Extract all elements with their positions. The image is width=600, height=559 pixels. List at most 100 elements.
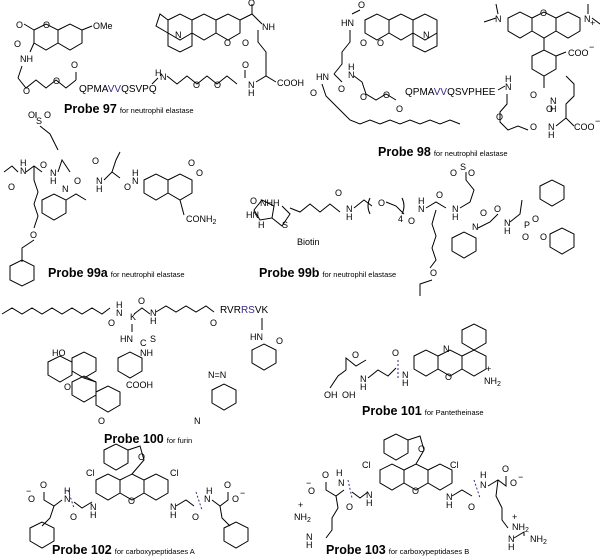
svg-text:O: O: [138, 452, 145, 462]
svg-text:Cl: Cl: [362, 460, 371, 470]
svg-text:H: H: [366, 498, 373, 508]
svg-text:O: O: [412, 486, 419, 496]
svg-text:N: N: [504, 218, 511, 228]
svg-text:O: O: [383, 90, 390, 100]
svg-text:N: N: [150, 308, 157, 318]
svg-text:O: O: [322, 470, 329, 480]
svg-text:O: O: [494, 204, 501, 214]
probe-99b-target: for neutrophil elastase: [322, 270, 397, 279]
svg-text:O: O: [276, 336, 283, 346]
svg-text:N: N: [550, 96, 557, 106]
svg-text:H: H: [150, 316, 157, 326]
svg-text:O: O: [70, 512, 77, 522]
svg-text:NH2: NH2: [530, 534, 547, 546]
svg-text:N: N: [204, 494, 211, 504]
probe-100-sequence: RVRRSVK: [220, 305, 269, 316]
svg-text:O: O: [128, 496, 135, 506]
svg-text:N: N: [306, 532, 313, 542]
probe-99a-name: Probe 99a: [48, 266, 108, 280]
svg-text:O: O: [40, 480, 47, 490]
svg-text:H: H: [20, 158, 27, 168]
svg-text:O: O: [210, 318, 217, 328]
probe-99b-structure: O NH H HN H S O N H O 4 O H N O N H O S …: [246, 162, 575, 296]
probe-97-coumarin: [23, 23, 93, 53]
svg-text:O: O: [468, 502, 475, 512]
svg-text:−: −: [595, 116, 600, 126]
svg-text:S: S: [36, 116, 42, 126]
svg-text:H: H: [273, 198, 280, 208]
svg-text:O: O: [23, 86, 30, 96]
svg-text:H: H: [348, 62, 355, 72]
svg-text:O: O: [44, 110, 51, 120]
svg-text:O: O: [14, 39, 21, 49]
svg-text:O: O: [352, 350, 359, 360]
svg-text:N: N: [418, 204, 425, 214]
probe-101-target: for Pantetheinase: [424, 408, 484, 417]
probe-97-coumarin-343: [155, 4, 263, 53]
probe-98-sequence: QPMAVVQSVPHEE: [405, 87, 496, 98]
svg-text:P: P: [524, 220, 530, 230]
svg-text:N: N: [548, 122, 555, 132]
svg-text:O: O: [196, 168, 203, 178]
svg-text:N: N: [402, 370, 409, 380]
svg-text:O: O: [396, 104, 403, 114]
svg-text:O: O: [250, 196, 257, 206]
svg-text:COOH: COOH: [277, 78, 304, 88]
svg-text:N: N: [90, 502, 97, 512]
svg-text:N: N: [346, 204, 353, 214]
svg-text:N: N: [116, 308, 123, 318]
svg-text:N: N: [446, 492, 453, 502]
svg-text:H: H: [248, 88, 255, 98]
svg-text:O: O: [335, 188, 342, 198]
svg-text:O: O: [436, 190, 443, 200]
svg-text:N: N: [360, 374, 367, 384]
probe-98-target: for neutrophil elastase: [433, 149, 508, 158]
svg-text:HN: HN: [341, 18, 354, 28]
svg-text:H: H: [346, 212, 353, 222]
svg-text:−: −: [589, 42, 594, 52]
svg-text:OH: OH: [342, 390, 356, 400]
svg-text:H: H: [504, 226, 511, 236]
svg-text:H: H: [96, 184, 103, 194]
probe-97-ome: OMe: [93, 21, 113, 31]
svg-text:O: O: [98, 416, 105, 426]
svg-text:H: H: [258, 220, 265, 230]
svg-text:N: N: [64, 494, 71, 504]
svg-text:O: O: [522, 232, 529, 242]
svg-text:HN: HN: [316, 72, 329, 82]
svg-text:H: H: [446, 500, 453, 510]
svg-text:O: O: [310, 88, 317, 98]
svg-text:S: S: [150, 334, 156, 344]
svg-text:N: N: [348, 70, 355, 80]
svg-text:O: O: [510, 478, 517, 488]
svg-text:O: O: [92, 156, 99, 166]
svg-text:H: H: [306, 540, 313, 550]
svg-text:O: O: [530, 122, 537, 132]
svg-text:N: N: [50, 168, 57, 178]
svg-text:O: O: [360, 38, 367, 48]
svg-text:O: O: [308, 486, 315, 496]
svg-text:N: N: [480, 480, 487, 490]
svg-text:O: O: [377, 38, 384, 48]
probe-97-target: for neutrophil elastase: [119, 106, 194, 115]
svg-text:N: N: [248, 80, 255, 90]
svg-text:−: −: [26, 486, 31, 496]
svg-text:O: O: [450, 168, 457, 178]
probe-100-structure: O H N K O N H O RVRRSVK HN C S NH COOH H…: [1, 296, 283, 426]
svg-text:O: O: [224, 38, 231, 48]
probe-101-structure: OH OH O N H O N H N O NH2 +: [324, 323, 501, 400]
svg-text:N: N: [175, 30, 182, 40]
svg-text:H: H: [50, 176, 57, 186]
svg-text:O: O: [445, 372, 452, 382]
svg-text:NH2: NH2: [294, 512, 311, 524]
svg-text:H: H: [508, 542, 515, 552]
